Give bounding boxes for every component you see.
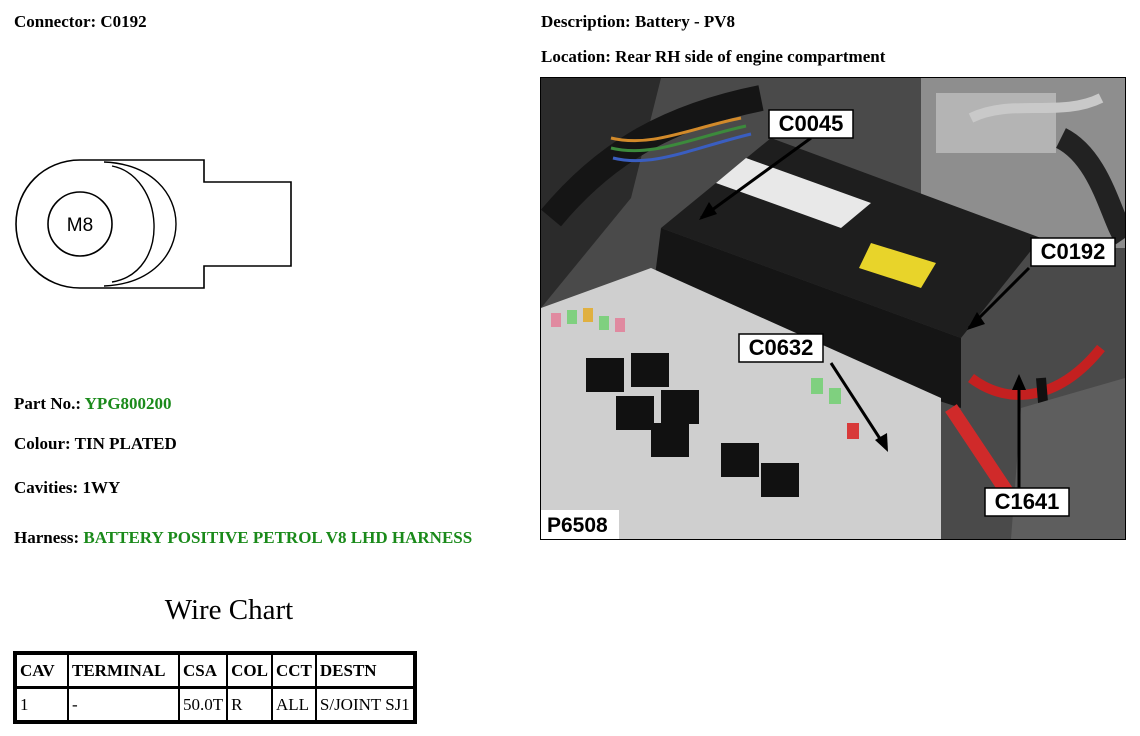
svg-text:C0045: C0045 [779,111,844,136]
table-header-cell: TERMINAL [68,654,179,688]
connector-label: Connector: [14,12,97,31]
relay-blocks [586,353,799,497]
cavities-value: 1WY [82,478,121,497]
harness-line: Harness: BATTERY POSITIVE PETROL V8 LHD … [14,528,472,548]
table-header-cell: DESTN [315,654,414,688]
table-cell: R [227,688,272,721]
table-header-cell: COL [227,654,272,688]
colour-value: TIN PLATED [74,434,177,453]
table-cell: S/JOINT SJ1 [315,688,414,721]
location-label: Location: [541,47,611,66]
svg-text:C0632: C0632 [749,335,814,360]
table-header-cell: CCT [271,654,316,688]
fuse-rows [551,308,859,439]
part-number-line: Part No.: YPG800200 [14,394,172,414]
cavities-line: Cavities: 1WY [14,478,120,498]
description-line: Description: Battery - PV8 [541,12,735,32]
callout-c0045: C0045 [768,109,854,139]
table-row: 1 - 50.0T R ALL S/JOINT SJ1 [16,688,414,721]
engine-bay-photo: C0045 C0192 C0632 C1641 P6508 [540,77,1126,540]
description-value: Battery - PV8 [634,12,736,31]
table-cell: 50.0T [179,688,228,721]
ring-terminal-drawing: M8 [15,159,292,289]
connector-line: Connector: C0192 [14,12,147,32]
table-cell: 1 [16,688,68,721]
callout-c0632: C0632 [738,333,824,363]
part-number-label: Part No.: [14,394,82,413]
harness-label: Harness: [14,528,80,547]
location-value: Rear RH side of engine compartment [615,47,886,66]
engine-bay-illustration: C0045 C0192 C0632 C1641 P6508 [541,78,1125,539]
colour-line: Colour: TIN PLATED [14,434,177,454]
cavities-label: Cavities: [14,478,79,497]
table-header-cell: CSA [179,654,228,688]
svg-text:C1641: C1641 [995,489,1060,514]
table-cell: ALL [271,688,316,721]
table-header-cell: CAV [16,654,68,688]
location-line: Location: Rear RH side of engine compart… [541,47,885,67]
callout-c0192: C0192 [1030,237,1116,267]
terminal-size-label: M8 [67,215,93,236]
table-cell: - [68,688,179,721]
callout-c1641: C1641 [984,487,1070,517]
connector-value: C0192 [100,12,147,31]
callout-arrowheads [699,202,1026,452]
part-number-value[interactable]: YPG800200 [84,394,172,413]
colour-label: Colour: [14,434,71,453]
figure-id: P6508 [547,514,608,537]
table-header-row: CAV TERMINAL CSA COL CCT DESTN [16,654,414,688]
wire-chart-title: Wire Chart [164,594,294,626]
harness-link[interactable]: BATTERY POSITIVE PETROL V8 LHD HARNESS [83,528,473,547]
svg-text:C0192: C0192 [1041,239,1106,264]
description-label: Description: [541,12,631,31]
wire-chart-table: CAV TERMINAL CSA COL CCT DESTN 1 - 50.0T… [13,651,417,724]
